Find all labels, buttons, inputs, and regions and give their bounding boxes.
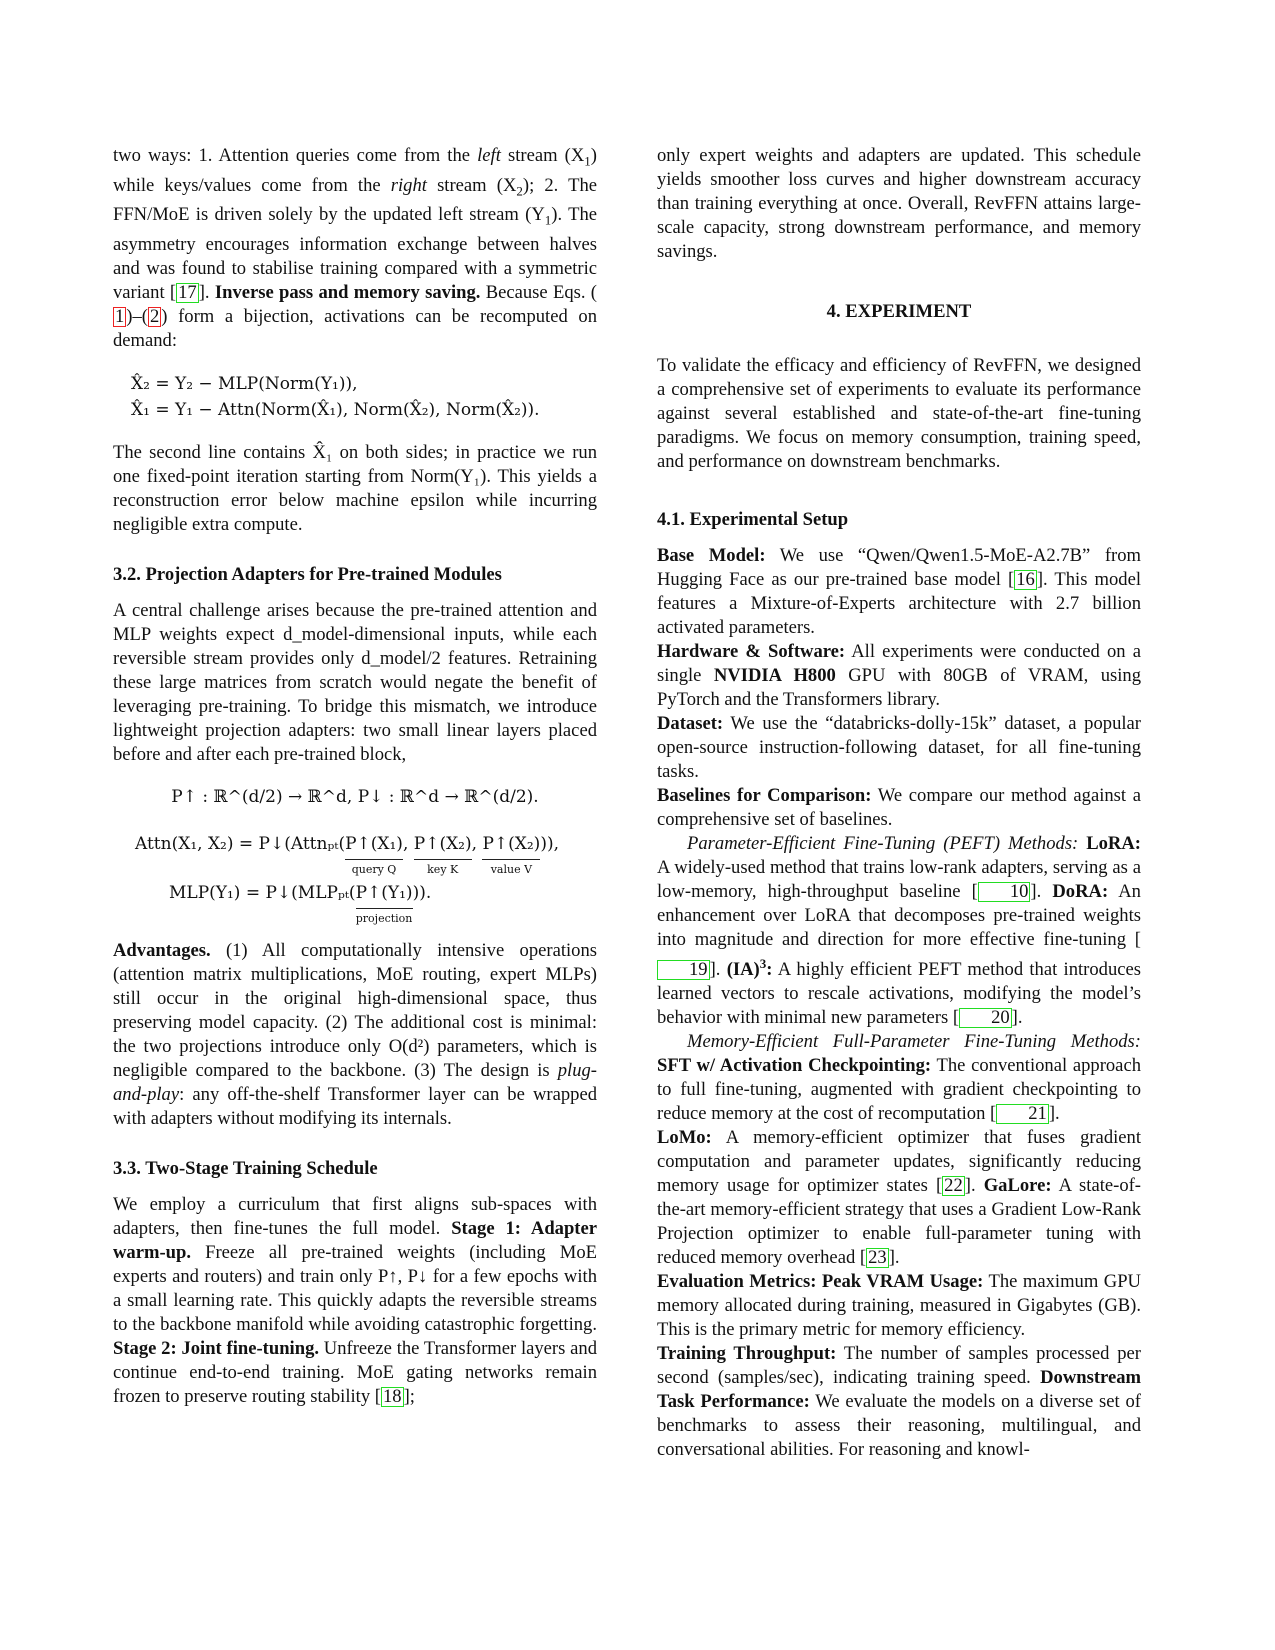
citation-link[interactable]: 22: [942, 1175, 965, 1197]
citation-link[interactable]: 20: [959, 1008, 1012, 1029]
section-heading-3-3: 3.3. Two-Stage Training Schedule: [113, 1158, 378, 1180]
paragraph-attention-streams: two ways: 1. Attention queries come from…: [113, 145, 597, 352]
citation-link[interactable]: 19: [657, 960, 710, 981]
paragraph-memory-efficient-methods: Memory-Efficient Full-Parameter Fine-Tun…: [657, 1031, 1141, 1125]
citation-link[interactable]: 18: [380, 1386, 404, 1408]
paragraph-fixed-point: The second line contains X̂₁ on both sid…: [113, 442, 597, 536]
citation-link[interactable]: 10: [977, 882, 1031, 902]
mlp-adapter-equation: MLP(Y₁) = P↓(MLPₚₜ(P↑(Y₁)projection)).: [169, 880, 597, 925]
left-column: two ways: 1. Attention queries come from…: [113, 144, 597, 1409]
citation-link[interactable]: 23: [866, 1247, 889, 1269]
section-heading-4: 4. EXPERIMENT: [826, 301, 972, 322]
inverse-equations: X̂₂ = Y₂ − MLP(Norm(Y₁)), X̂₁ = Y₁ − Att…: [131, 374, 540, 421]
paragraph-baselines: Baselines for Comparison: We compare our…: [657, 785, 1141, 830]
equation-ref-link[interactable]: 1: [113, 306, 127, 328]
projection-brace: P↑(Y₁)projection: [355, 883, 413, 926]
paragraph-dataset: Dataset: We use the “databricks-dolly-15…: [657, 713, 1141, 782]
paragraph-lomo-galore: LoMo: A memory-efficient optimizer that …: [657, 1127, 1142, 1269]
paragraph-advantages: Advantages. (1) All computationally inte…: [113, 940, 597, 1130]
paragraph-schedule-summary: only expert weights and adapters are upd…: [657, 145, 1141, 262]
paragraph-throughput: Training Throughput: The number of sampl…: [657, 1343, 1141, 1461]
citation-link[interactable]: 21: [996, 1104, 1049, 1125]
projection-definition-equation: P↑ : ℝ^(d/2) → ℝ^d, P↓ : ℝ^d → ℝ^(d/2).: [171, 787, 539, 808]
paragraph-training-schedule: We employ a curriculum that first aligns…: [113, 1194, 597, 1408]
query-brace: P↑(X₁)query Q: [345, 834, 403, 877]
section-heading-4-1: 4.1. Experimental Setup: [657, 509, 849, 530]
paragraph-projection-intro: A central challenge arises because the p…: [113, 600, 597, 766]
paragraph-experiment-intro: To validate the efficacy and efficiency …: [657, 355, 1141, 472]
citation-link[interactable]: 17: [176, 282, 199, 304]
right-column: only expert weights and adapters are upd…: [657, 144, 1141, 1462]
equation-ref-link[interactable]: 2: [147, 306, 162, 328]
key-brace: P↑(X₂)key K: [413, 834, 472, 877]
citation-link[interactable]: 16: [1014, 569, 1037, 590]
paragraph-evaluation-metrics: Evaluation Metrics: Peak VRAM Usage: The…: [657, 1271, 1141, 1341]
paragraph-base-model: Base Model: We use “Qwen/Qwen1.5-MoE-A2.…: [657, 545, 1141, 638]
value-brace: P↑(X₂)value V: [482, 834, 541, 877]
paragraph-hardware: Hardware & Software: All experiments wer…: [657, 641, 1141, 710]
paragraph-peft-methods: Parameter-Efficient Fine-Tuning (PEFT) M…: [657, 833, 1141, 1029]
attention-adapter-equation: Attn(X₁, X₂) = P↓(Attnₚₜ(P↑(X₁)query Q, …: [135, 831, 597, 876]
section-heading-3-2: 3.2. Projection Adapters for Pre-trained…: [113, 564, 502, 586]
